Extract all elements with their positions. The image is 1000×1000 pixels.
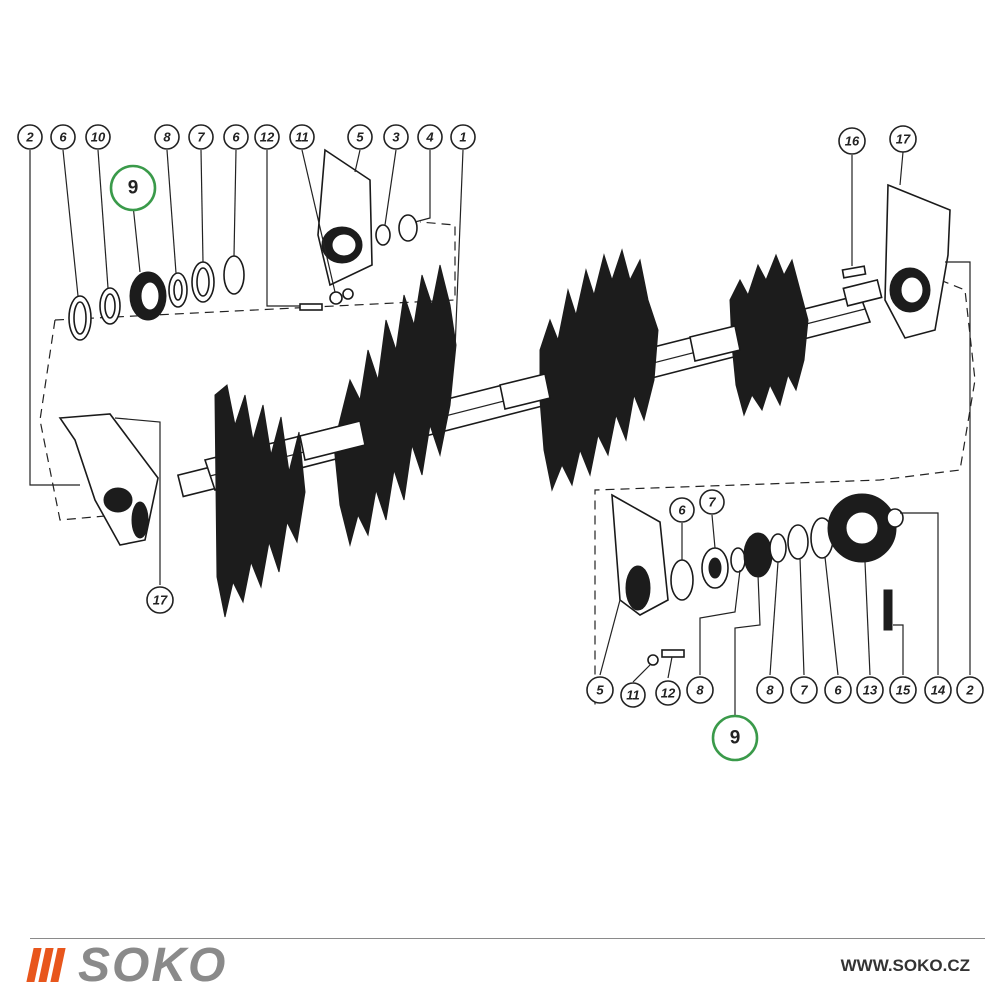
logo-bars-icon <box>26 948 66 982</box>
svg-text:11: 11 <box>626 688 640 703</box>
svg-text:6: 6 <box>59 130 67 145</box>
callout-12-bottom: 12 <box>655 680 681 706</box>
callout-10-top-left: 10 <box>85 124 111 150</box>
svg-text:9: 9 <box>730 728 741 749</box>
svg-text:8: 8 <box>696 683 704 698</box>
right-bearing-parts <box>611 493 904 666</box>
soko-logo: SOKO <box>26 938 228 992</box>
callout-8b-bottom: 8 <box>756 676 784 704</box>
callout-7-top-left: 7 <box>188 124 214 150</box>
callout-6-top-left: 6 <box>50 124 76 150</box>
callout-6-bottom: 6 <box>824 676 852 704</box>
highlight-callout-9-bottom: 9 <box>711 714 759 762</box>
svg-text:13: 13 <box>863 683 878 698</box>
svg-text:12: 12 <box>661 686 676 701</box>
callout-17-left-housing: 17 <box>146 586 174 614</box>
callout-15-bottom: 15 <box>889 676 917 704</box>
svg-text:1: 1 <box>459 130 466 145</box>
svg-text:6: 6 <box>232 130 240 145</box>
left-housing <box>58 413 159 546</box>
website-link[interactable]: WWW.SOKO.CZ <box>840 956 970 975</box>
logo-text: SOKO <box>78 938 228 992</box>
svg-text:10: 10 <box>91 130 106 145</box>
callout-7-bottom: 7 <box>790 676 818 704</box>
callout-2-top-left: 2 <box>17 124 43 150</box>
svg-text:7: 7 <box>708 495 716 510</box>
callout-13-bottom: 13 <box>856 676 884 704</box>
svg-text:3: 3 <box>392 130 400 145</box>
callout-2-bottom: 2 <box>956 676 984 704</box>
footer-divider <box>30 938 985 939</box>
rotor-disc-group-center-right <box>539 248 659 492</box>
callout-11-top-left: 11 <box>289 124 315 150</box>
svg-text:17: 17 <box>896 132 911 147</box>
svg-text:4: 4 <box>425 130 434 145</box>
svg-text:2: 2 <box>25 130 34 145</box>
exploded-parts-diagram: 2 6 10 8 7 6 12 11 5 3 4 1 16 17 17 6 7 … <box>17 124 984 762</box>
svg-text:2: 2 <box>965 683 974 698</box>
svg-text:6: 6 <box>834 683 842 698</box>
rotor-disc-group-right <box>729 253 809 417</box>
svg-text:12: 12 <box>260 130 275 145</box>
callout-7-right-assembly: 7 <box>699 489 725 515</box>
right-housing <box>841 183 951 339</box>
callout-4-top-left: 4 <box>417 124 443 150</box>
callout-5-top-left: 5 <box>347 124 373 150</box>
leader-lines <box>29 149 971 720</box>
svg-text:5: 5 <box>596 683 604 698</box>
svg-text:16: 16 <box>845 134 860 149</box>
callout-6-right-assembly: 6 <box>669 497 695 523</box>
callout-14-bottom: 14 <box>924 676 952 704</box>
rotor-disc-group-center-left <box>333 264 457 547</box>
rotor-disc-group-left <box>214 384 306 618</box>
callout-12-top-left: 12 <box>254 124 280 150</box>
svg-text:8: 8 <box>766 683 774 698</box>
callout-17-top-right: 17 <box>889 125 917 153</box>
callout-5-bottom: 5 <box>586 676 614 704</box>
callout-16-top-right: 16 <box>838 127 866 155</box>
svg-text:17: 17 <box>153 593 168 608</box>
svg-text:8: 8 <box>163 130 171 145</box>
callout-8-bottom: 8 <box>686 676 714 704</box>
svg-text:5: 5 <box>356 130 364 145</box>
left-bearing-parts <box>68 148 418 341</box>
callout-6b-top-left: 6 <box>223 124 249 150</box>
rotor-shaft <box>176 248 883 618</box>
svg-text:7: 7 <box>197 130 205 145</box>
callout-3-top-left: 3 <box>383 124 409 150</box>
svg-text:11: 11 <box>295 130 309 145</box>
svg-text:9: 9 <box>128 178 139 199</box>
svg-text:15: 15 <box>896 683 911 698</box>
callout-8-top-left: 8 <box>154 124 180 150</box>
svg-text:6: 6 <box>678 503 686 518</box>
svg-text:7: 7 <box>800 683 808 698</box>
svg-text:14: 14 <box>931 683 946 698</box>
highlight-callout-9-top: 9 <box>109 164 157 212</box>
callout-1-top: 1 <box>450 124 476 150</box>
callout-11-bottom: 11 <box>620 682 646 708</box>
